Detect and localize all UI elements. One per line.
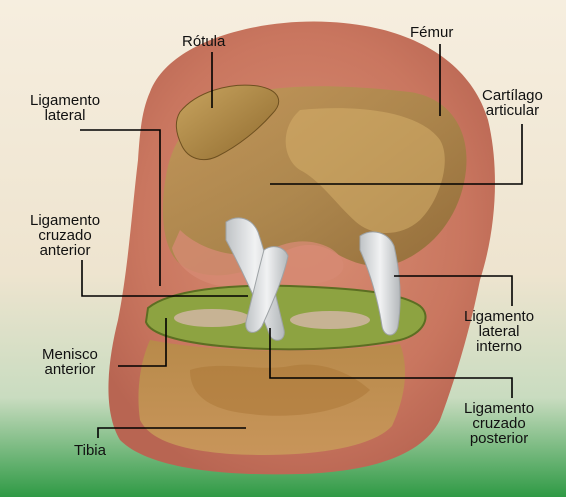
label-ligamento-cruzado-posterior: Ligamento cruzado posterior: [464, 401, 534, 446]
label-ligamento-lateral-interno: Ligamento lateral interno: [464, 309, 534, 354]
label-lca-line3: anterior: [30, 243, 100, 258]
label-lca-line1: Ligamento: [30, 213, 100, 228]
label-tibia-text: Tibia: [74, 443, 106, 458]
label-menisco-anterior: Menisco anterior: [42, 347, 98, 377]
label-cartilago-articular-line1: Cartílago: [482, 88, 543, 103]
label-ligamento-lateral-line1: Ligamento: [30, 93, 100, 108]
label-menisco-anterior-line1: Menisco: [42, 347, 98, 362]
label-femur: Fémur: [410, 25, 453, 40]
label-cartilago-articular: Cartílago articular: [482, 88, 543, 118]
label-lcp-line1: Ligamento: [464, 401, 534, 416]
meniscus-hole-right: [290, 311, 370, 329]
label-rotula: Rótula: [182, 34, 225, 49]
label-lli-line3: interno: [464, 339, 534, 354]
label-lli-line1: Ligamento: [464, 309, 534, 324]
label-ligamento-lateral-line2: lateral: [30, 108, 100, 123]
label-menisco-anterior-line2: anterior: [42, 362, 98, 377]
label-ligamento-lateral: Ligamento lateral: [30, 93, 100, 123]
label-ligamento-cruzado-anterior: Ligamento cruzado anterior: [30, 213, 100, 258]
meniscus-hole-left: [174, 309, 250, 327]
label-tibia: Tibia: [74, 443, 106, 458]
label-femur-text: Fémur: [410, 25, 453, 40]
label-lca-line2: cruzado: [30, 228, 100, 243]
label-lcp-line3: posterior: [464, 431, 534, 446]
label-lli-line2: lateral: [464, 324, 534, 339]
label-cartilago-articular-line2: articular: [482, 103, 543, 118]
label-lcp-line2: cruzado: [464, 416, 534, 431]
label-rotula-text: Rótula: [182, 34, 225, 49]
